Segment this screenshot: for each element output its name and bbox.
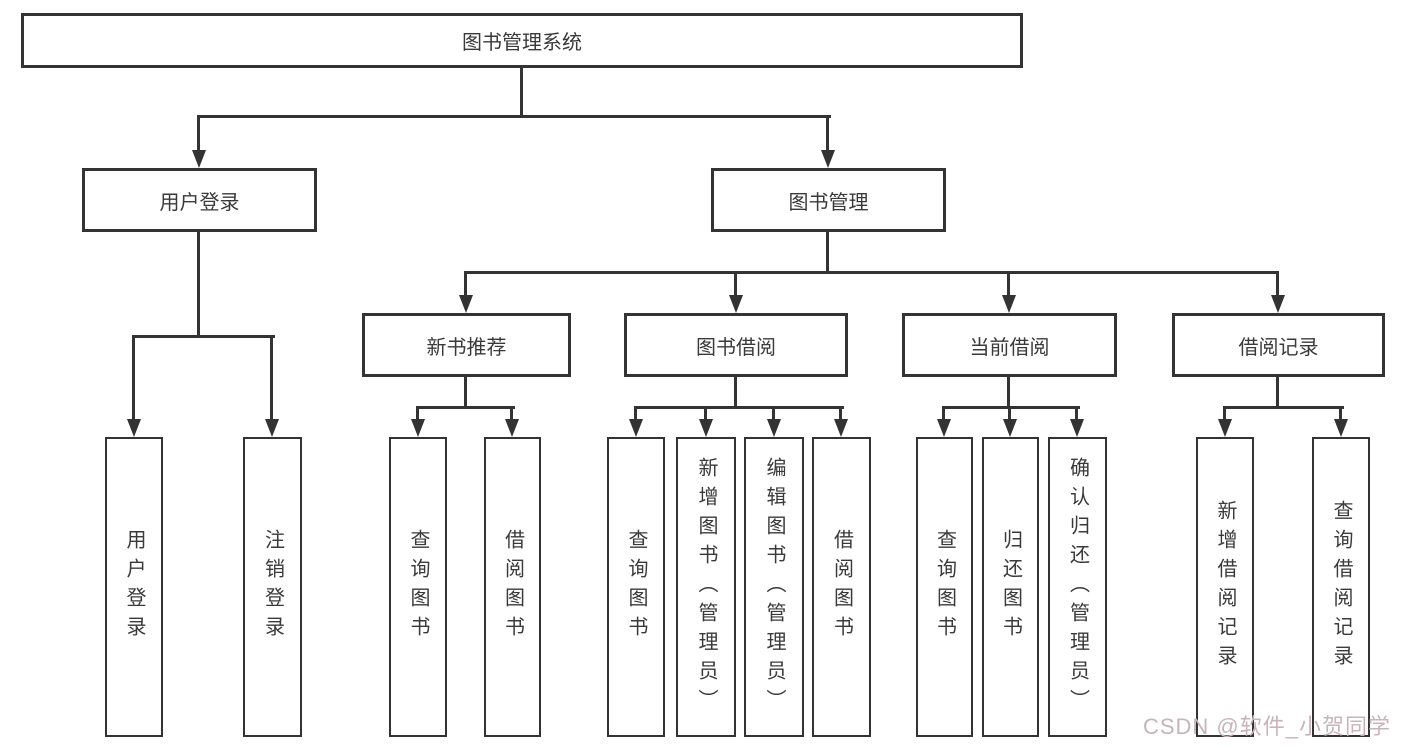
leaf-return-book: 归还图书 [982, 437, 1039, 737]
connector-root-hbar [197, 115, 831, 118]
connector-recommend-hbar [416, 406, 515, 409]
arrow-down-icon [834, 419, 848, 437]
node-user-login-label: 用户登录 [159, 191, 240, 214]
arrow-down-icon [192, 150, 206, 168]
leaf-borrow-book-recommend-label: 借阅图书 [501, 529, 524, 645]
leaf-query-book-current: 查询图书 [916, 437, 973, 737]
node-borrow-record: 借阅记录 [1172, 313, 1385, 377]
arrow-down-icon [629, 419, 643, 437]
connector-user-login-hbar [132, 335, 275, 338]
leaf-query-borrow-record-label: 查询借阅记录 [1330, 500, 1352, 674]
leaf-add-book-admin-label: 新增图书（管理员） [695, 456, 717, 718]
connector-leaf-stem [634, 408, 637, 421]
arrow-down-icon [1271, 295, 1285, 313]
leaf-query-borrow-record: 查询借阅记录 [1312, 437, 1370, 737]
arrow-down-icon [1003, 419, 1017, 437]
watermark: CSDN @软件_小贺同学 [1142, 714, 1391, 739]
connector-leaf-stem [839, 408, 842, 421]
node-new-book-recommend: 新书推荐 [362, 313, 571, 377]
connector-to-borrow-record [1276, 273, 1279, 297]
connector-root-stem [520, 68, 523, 117]
arrow-down-icon [411, 419, 425, 437]
node-user-login: 用户登录 [82, 168, 317, 232]
connector-recommend-stem [464, 377, 467, 408]
arrow-down-icon [937, 419, 951, 437]
leaf-add-borrow-record-label: 新增借阅记录 [1214, 500, 1236, 674]
leaf-query-book-current-label: 查询图书 [933, 529, 956, 645]
connector-leaf-stem [1008, 408, 1011, 421]
connector-leaf-stem [510, 408, 513, 421]
node-current-borrow: 当前借阅 [902, 313, 1117, 377]
arrow-down-icon [505, 419, 519, 437]
connector-leaf-stem [772, 408, 775, 421]
arrow-down-icon [1218, 419, 1232, 437]
node-borrow-record-label: 借阅记录 [1238, 336, 1319, 359]
leaf-borrow-book-recommend: 借阅图书 [484, 437, 541, 737]
connector-borrow-hbar [634, 406, 844, 409]
leaf-user-login: 用户登录 [105, 437, 163, 737]
connector-book-management-stem [826, 232, 829, 273]
connector-to-new-book-recommend [464, 273, 467, 297]
arrow-down-icon [127, 419, 141, 437]
leaf-confirm-return-admin: 确认归还（管理员） [1048, 437, 1107, 737]
arrow-down-icon [821, 150, 835, 168]
node-book-management-label: 图书管理 [788, 191, 869, 214]
connector-leaf-stem [1339, 408, 1342, 421]
leaf-query-book-recommend: 查询图书 [389, 437, 447, 737]
leaf-add-book-admin: 新增图书（管理员） [676, 437, 736, 737]
leaf-borrow-book-borrow: 借阅图书 [812, 437, 871, 737]
arrow-down-icon [265, 419, 279, 437]
connector-current-stem [1007, 377, 1010, 408]
arrow-down-icon [1334, 419, 1348, 437]
connector-leaf-stem [1223, 408, 1226, 421]
connector-to-book-management [826, 117, 829, 152]
node-book-borrow-label: 图书借阅 [696, 336, 776, 359]
leaf-query-book-borrow-label: 查询图书 [625, 529, 647, 645]
arrow-down-icon [699, 419, 713, 437]
leaf-logout: 注销登录 [243, 437, 302, 737]
leaf-return-book-label: 归还图书 [999, 529, 1022, 645]
leaf-edit-book-admin: 编辑图书（管理员） [744, 437, 804, 737]
leaf-query-book-borrow: 查询图书 [607, 437, 665, 737]
node-new-book-recommend-label: 新书推荐 [426, 336, 507, 359]
connector-to-leaf-user-login [132, 337, 135, 421]
arrow-down-icon [1002, 295, 1016, 313]
connector-record-stem [1276, 377, 1279, 408]
leaf-add-borrow-record: 新增借阅记录 [1196, 437, 1254, 737]
node-root-label: 图书管理系统 [462, 32, 582, 54]
node-root: 图书管理系统 [21, 13, 1023, 68]
connector-record-hbar [1223, 406, 1344, 409]
leaf-user-login-label: 用户登录 [123, 529, 145, 645]
connector-borrow-stem [734, 377, 737, 408]
leaf-logout-label: 注销登录 [261, 529, 284, 645]
connector-leaf-stem [942, 408, 945, 421]
connector-leaf-stem [704, 408, 707, 421]
node-book-borrow: 图书借阅 [624, 313, 848, 377]
leaf-confirm-return-admin-label: 确认归还（管理员） [1066, 456, 1089, 718]
arrow-down-icon [729, 295, 743, 313]
connector-current-hbar [942, 406, 1080, 409]
connector-to-book-borrow [734, 273, 737, 297]
connector-to-user-login [197, 117, 200, 152]
connector-leaf-stem [416, 408, 419, 421]
connector-to-leaf-logout [270, 337, 273, 421]
arrow-down-icon [767, 419, 781, 437]
node-book-management: 图书管理 [711, 168, 946, 232]
connector-user-login-stem [197, 232, 200, 337]
leaf-edit-book-admin-label: 编辑图书（管理员） [763, 456, 785, 718]
connector-to-current-borrow [1007, 273, 1010, 297]
leaf-query-book-recommend-label: 查询图书 [407, 529, 429, 645]
connector-book-management-hbar [464, 271, 1279, 274]
arrow-down-icon [1070, 419, 1084, 437]
leaf-borrow-book-borrow-label: 借阅图书 [830, 529, 853, 645]
connector-leaf-stem [1075, 408, 1078, 421]
node-current-borrow-label: 当前借阅 [969, 336, 1050, 359]
arrow-down-icon [459, 295, 473, 313]
